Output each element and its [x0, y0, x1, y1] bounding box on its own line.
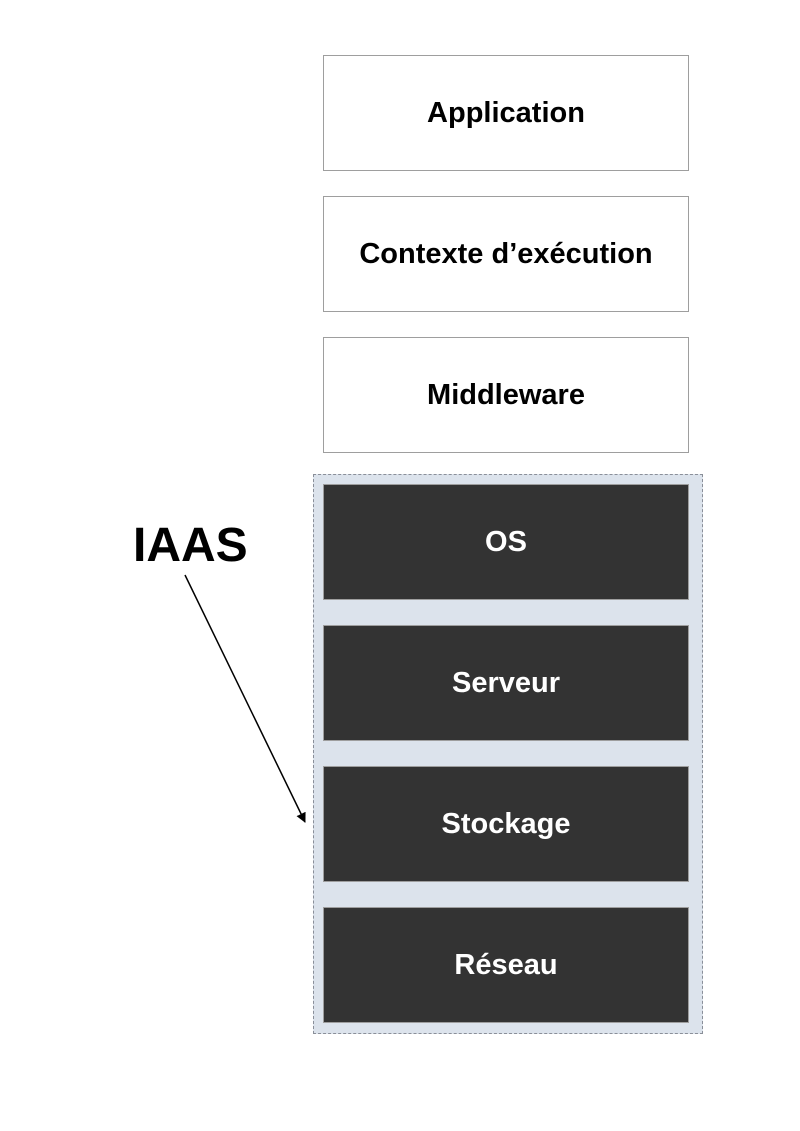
layer-storage: Stockage	[323, 766, 689, 882]
layer-application: Application	[323, 55, 689, 171]
layer-runtime: Contexte d’exécution	[323, 196, 689, 312]
iaas-label: IAAS	[133, 519, 248, 572]
layer-network-label: Réseau	[454, 948, 558, 981]
layer-middleware: Middleware	[323, 337, 689, 453]
layer-runtime-label: Contexte d’exécution	[359, 237, 653, 270]
layer-network: Réseau	[323, 907, 689, 1023]
layer-os-label: OS	[485, 525, 527, 558]
layer-os: OS	[323, 484, 689, 600]
iaas-arrow-line	[184, 574, 306, 823]
layer-server: Serveur	[323, 625, 689, 741]
layer-server-label: Serveur	[451, 666, 560, 699]
layer-middleware-label: Middleware	[427, 378, 585, 411]
layer-application-label: Application	[427, 96, 585, 129]
layer-storage-label: Stockage	[441, 807, 571, 840]
